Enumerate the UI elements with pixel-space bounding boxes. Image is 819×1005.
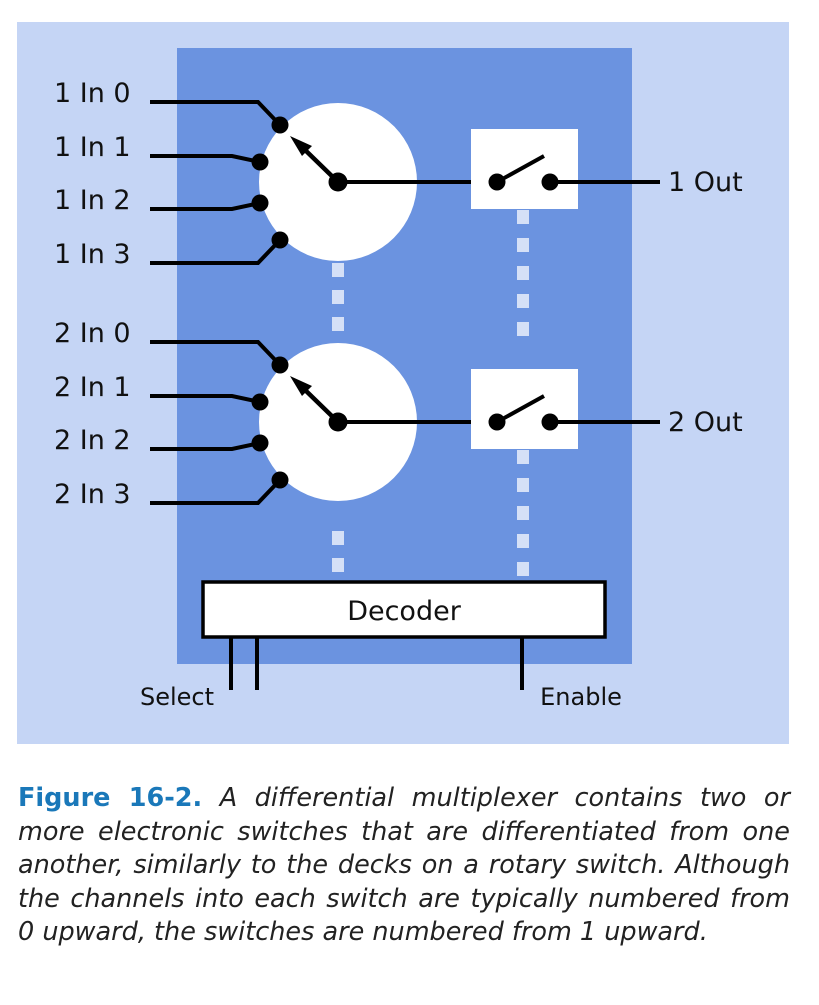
switch-1-rotor [290,136,497,192]
decoder-box [201,580,607,639]
switch-link-dots [332,210,529,576]
switch-2-input-3-label: 2 In 3 [54,479,131,510]
output-switch-1 [488,154,660,191]
switch-2-contacts [251,356,289,489]
decoder-leads [229,637,524,690]
switch-1-input-3-label: 1 In 3 [54,239,131,270]
figure-caption: Figure 16-2. A differential multiplexer … [18,782,790,950]
switch-2-input-2-label: 2 In 2 [54,425,131,456]
decoder-label: Decoder [347,596,462,627]
switch-1-input-0-label: 1 In 0 [54,78,131,109]
caption-text: A differential multiplexer contains two … [18,783,790,947]
switch-2-output-label: 2 Out [668,407,743,438]
enable-label: Enable [540,683,622,711]
select-label: Select [140,683,214,711]
switch-1-contacts [251,116,289,249]
multiplexer-diagram: Decoder Select Enable 1 In 0 1 In 1 1 In… [17,22,789,744]
switch-2-rotor [290,376,497,432]
switch-1-output-label: 1 Out [668,167,743,198]
switch-2-input-1-label: 2 In 1 [54,372,131,403]
output-switch-2 [488,394,660,431]
switch-1-input-2-label: 1 In 2 [54,185,131,216]
switch-1-input-1-label: 1 In 1 [54,132,131,163]
switch-2-input-0-label: 2 In 0 [54,318,131,349]
figure-number: Figure 16-2. [18,783,203,813]
switch-2-input-wires [150,340,282,505]
switch-1-input-wires [150,100,282,265]
